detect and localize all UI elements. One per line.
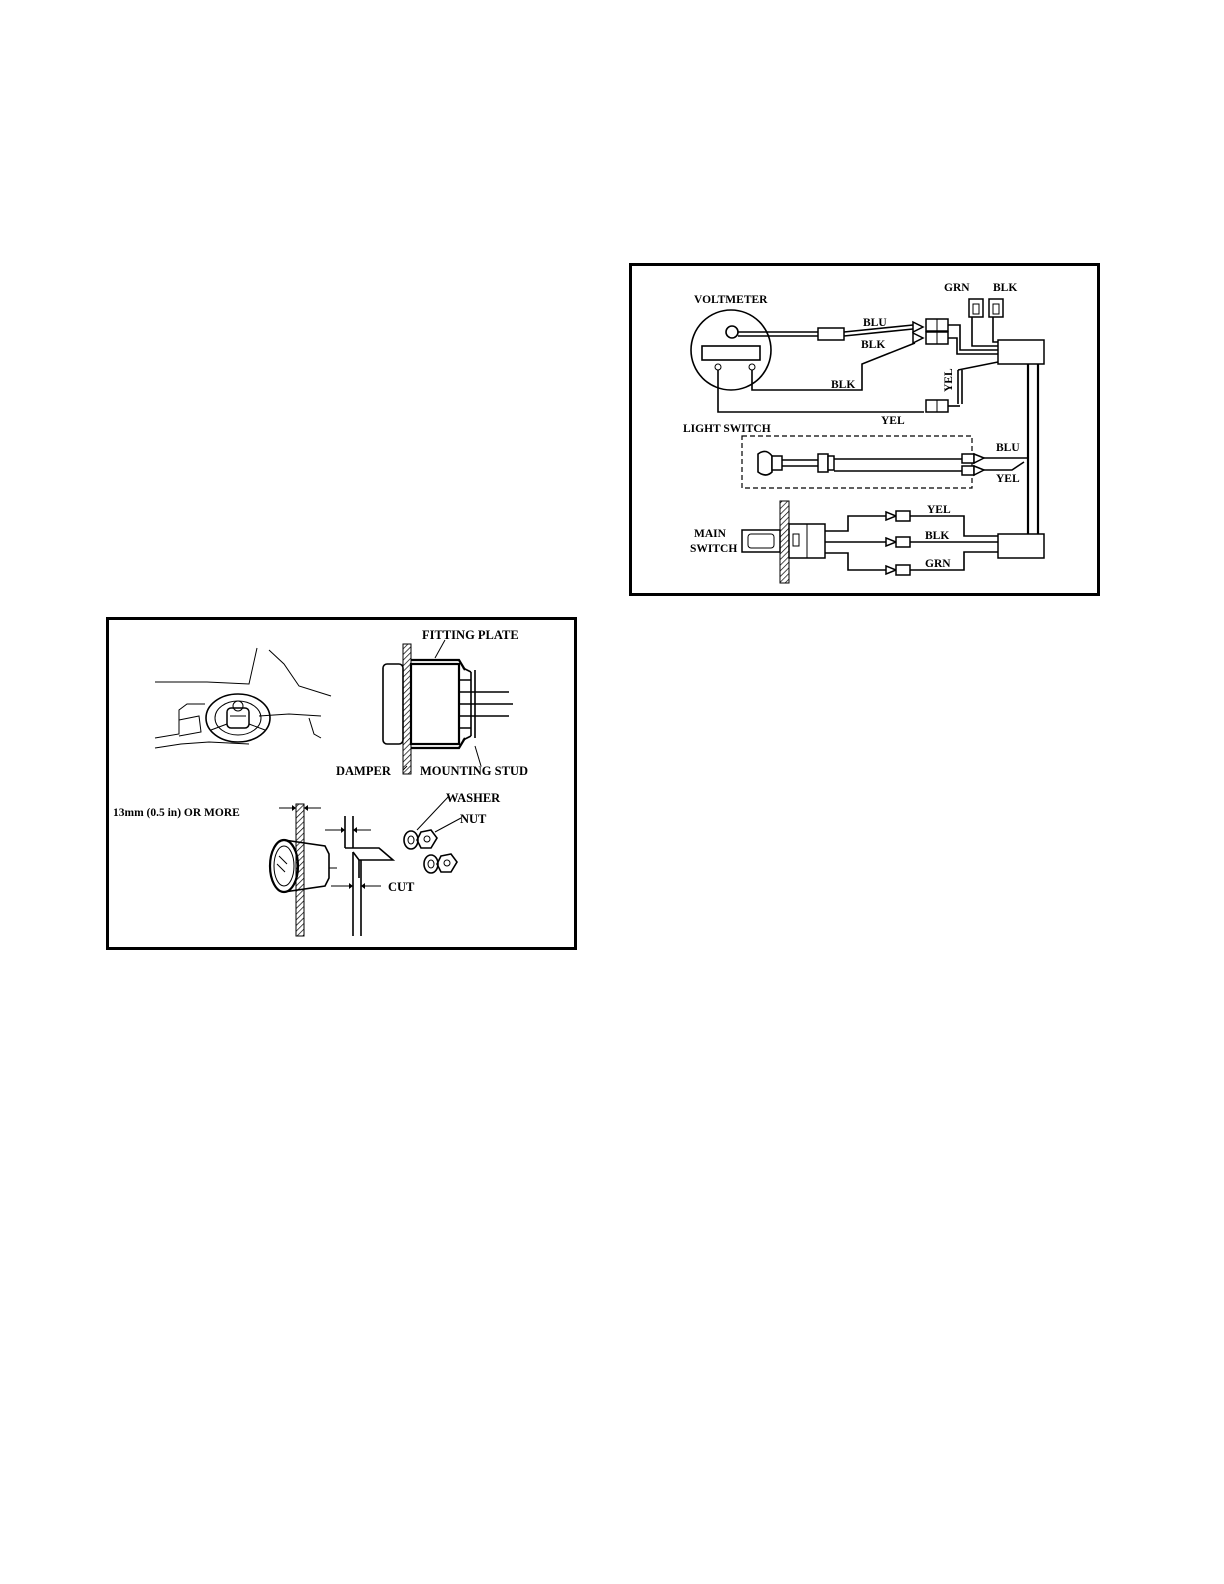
label-voltmeter: VOLTMETER xyxy=(694,294,768,306)
harness-junction-bottom xyxy=(998,534,1044,558)
label-yel-vertical: YEL xyxy=(943,368,955,392)
inline-fuse xyxy=(818,328,844,340)
label-fitting-plate: FITTING PLATE xyxy=(422,628,519,642)
label-yel-light: YEL xyxy=(996,473,1020,485)
label-washer: WASHER xyxy=(446,791,501,805)
mounting-diagram-svg: FITTING PLATE DAMPER MOUNTING STUD 13mm … xyxy=(109,620,574,947)
fitting-plate-section xyxy=(383,640,513,774)
label-grn-top: GRN xyxy=(944,282,970,294)
label-blk-lower: BLK xyxy=(831,379,855,391)
voltmeter-gauge xyxy=(691,310,771,390)
label-damper: DAMPER xyxy=(336,764,392,778)
nut xyxy=(417,830,437,848)
clearance-exploded-view xyxy=(270,796,461,936)
label-blu-light: BLU xyxy=(996,442,1020,454)
label-blk-main: BLK xyxy=(925,530,949,542)
wiring-diagram-svg: VOLTMETER GRN BLK BLU BLK BLK YEL YEL LI… xyxy=(632,266,1097,593)
light-switch xyxy=(758,451,834,475)
label-light-switch: LIGHT SWITCH xyxy=(683,423,771,435)
label-blk-voltmeter: BLK xyxy=(861,339,885,351)
voltmeter-wiring-diagram: VOLTMETER GRN BLK BLU BLK BLK YEL YEL LI… xyxy=(629,263,1100,596)
label-main: MAIN xyxy=(694,528,727,540)
label-grn-main: GRN xyxy=(925,558,951,570)
label-blk-top: BLK xyxy=(993,282,1017,294)
label-blu-voltmeter: BLU xyxy=(863,317,887,329)
boat-dashboard-sketch xyxy=(155,648,331,748)
label-yel-voltmeter: YEL xyxy=(881,415,905,427)
washer-2 xyxy=(424,855,438,873)
label-nut: NUT xyxy=(460,812,487,826)
main-switch xyxy=(742,501,825,583)
label-switch: SWITCH xyxy=(690,543,737,555)
washer xyxy=(404,831,418,849)
label-yel-main: YEL xyxy=(927,504,951,516)
meter-mounting-diagram: FITTING PLATE DAMPER MOUNTING STUD 13mm … xyxy=(106,617,577,950)
label-cut: CUT xyxy=(388,880,415,894)
harness-junction-top xyxy=(998,340,1044,364)
label-mounting-stud: MOUNTING STUD xyxy=(420,764,528,778)
nut-2 xyxy=(437,854,457,872)
label-clearance: 13mm (0.5 in) OR MORE xyxy=(113,807,240,819)
